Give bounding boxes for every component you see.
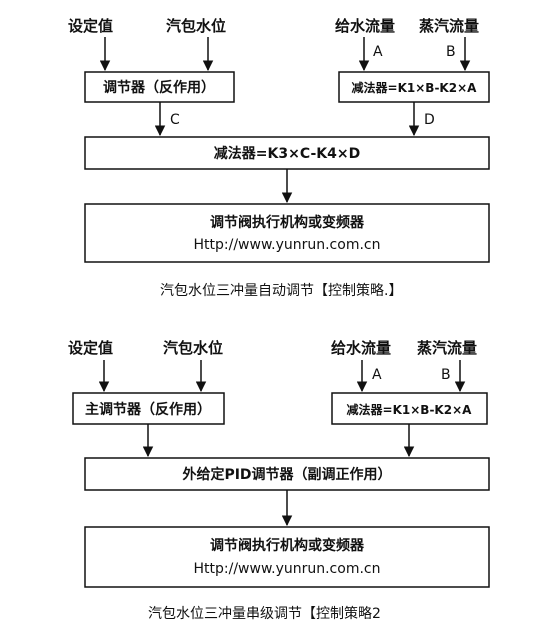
actuator-box-2 bbox=[84, 526, 490, 588]
regulator-label: 调节器（反作用） bbox=[103, 79, 215, 96]
actuator-label-1: 调节阀执行机构或变频器 bbox=[210, 214, 365, 231]
input-setpoint-label-2: 设定值 bbox=[68, 339, 113, 357]
letter-a: A bbox=[373, 44, 383, 60]
input-drum-level-label: 汽包水位 bbox=[166, 17, 226, 35]
letter-a-2: A bbox=[372, 367, 382, 383]
input-feedwater-flow-label-2: 给水流量 bbox=[331, 339, 391, 357]
caption-2: 汽包水位三冲量串级调节【控制策略2 bbox=[148, 605, 381, 622]
input-steam-flow-label-2: 蒸汽流量 bbox=[417, 339, 477, 357]
subtractor-small-label-2: 减法器=K1×B-K2×A bbox=[347, 402, 473, 417]
subtractor-small-label: 减法器=K1×B-K2×A bbox=[352, 80, 478, 95]
input-steam-flow-label: 蒸汽流量 bbox=[419, 17, 479, 35]
actuator-url-2: Http://www.yunrun.com.cn bbox=[194, 561, 381, 577]
subtractor-main-label: 减法器=K3×C-K4×D bbox=[214, 145, 360, 162]
caption-1: 汽包水位三冲量自动调节【控制策略.】 bbox=[160, 282, 402, 299]
actuator-url-1: Http://www.yunrun.com.cn bbox=[194, 237, 381, 253]
letter-b: B bbox=[446, 44, 456, 60]
letter-c: C bbox=[170, 112, 180, 128]
actuator-label-2: 调节阀执行机构或变频器 bbox=[210, 537, 365, 554]
diagram-2: 设定值 汽包水位 给水流量 蒸汽流量 A B 主调节器（反作用） 减法器=K1×… bbox=[68, 339, 490, 622]
letter-b-2: B bbox=[441, 367, 451, 383]
secondary-regulator-label: 外给定PID调节器（副调正作用） bbox=[182, 466, 391, 483]
main-regulator-label: 主调节器（反作用） bbox=[85, 401, 211, 418]
input-drum-level-label-2: 汽包水位 bbox=[163, 339, 223, 357]
letter-d: D bbox=[424, 112, 435, 128]
actuator-box-1 bbox=[84, 203, 490, 263]
diagram-1: 设定值 汽包水位 给水流量 蒸汽流量 A B 调节器（反作用） 减法器=K1×B… bbox=[68, 17, 490, 299]
input-feedwater-flow-label: 给水流量 bbox=[335, 17, 395, 35]
input-setpoint-label: 设定值 bbox=[68, 17, 113, 35]
